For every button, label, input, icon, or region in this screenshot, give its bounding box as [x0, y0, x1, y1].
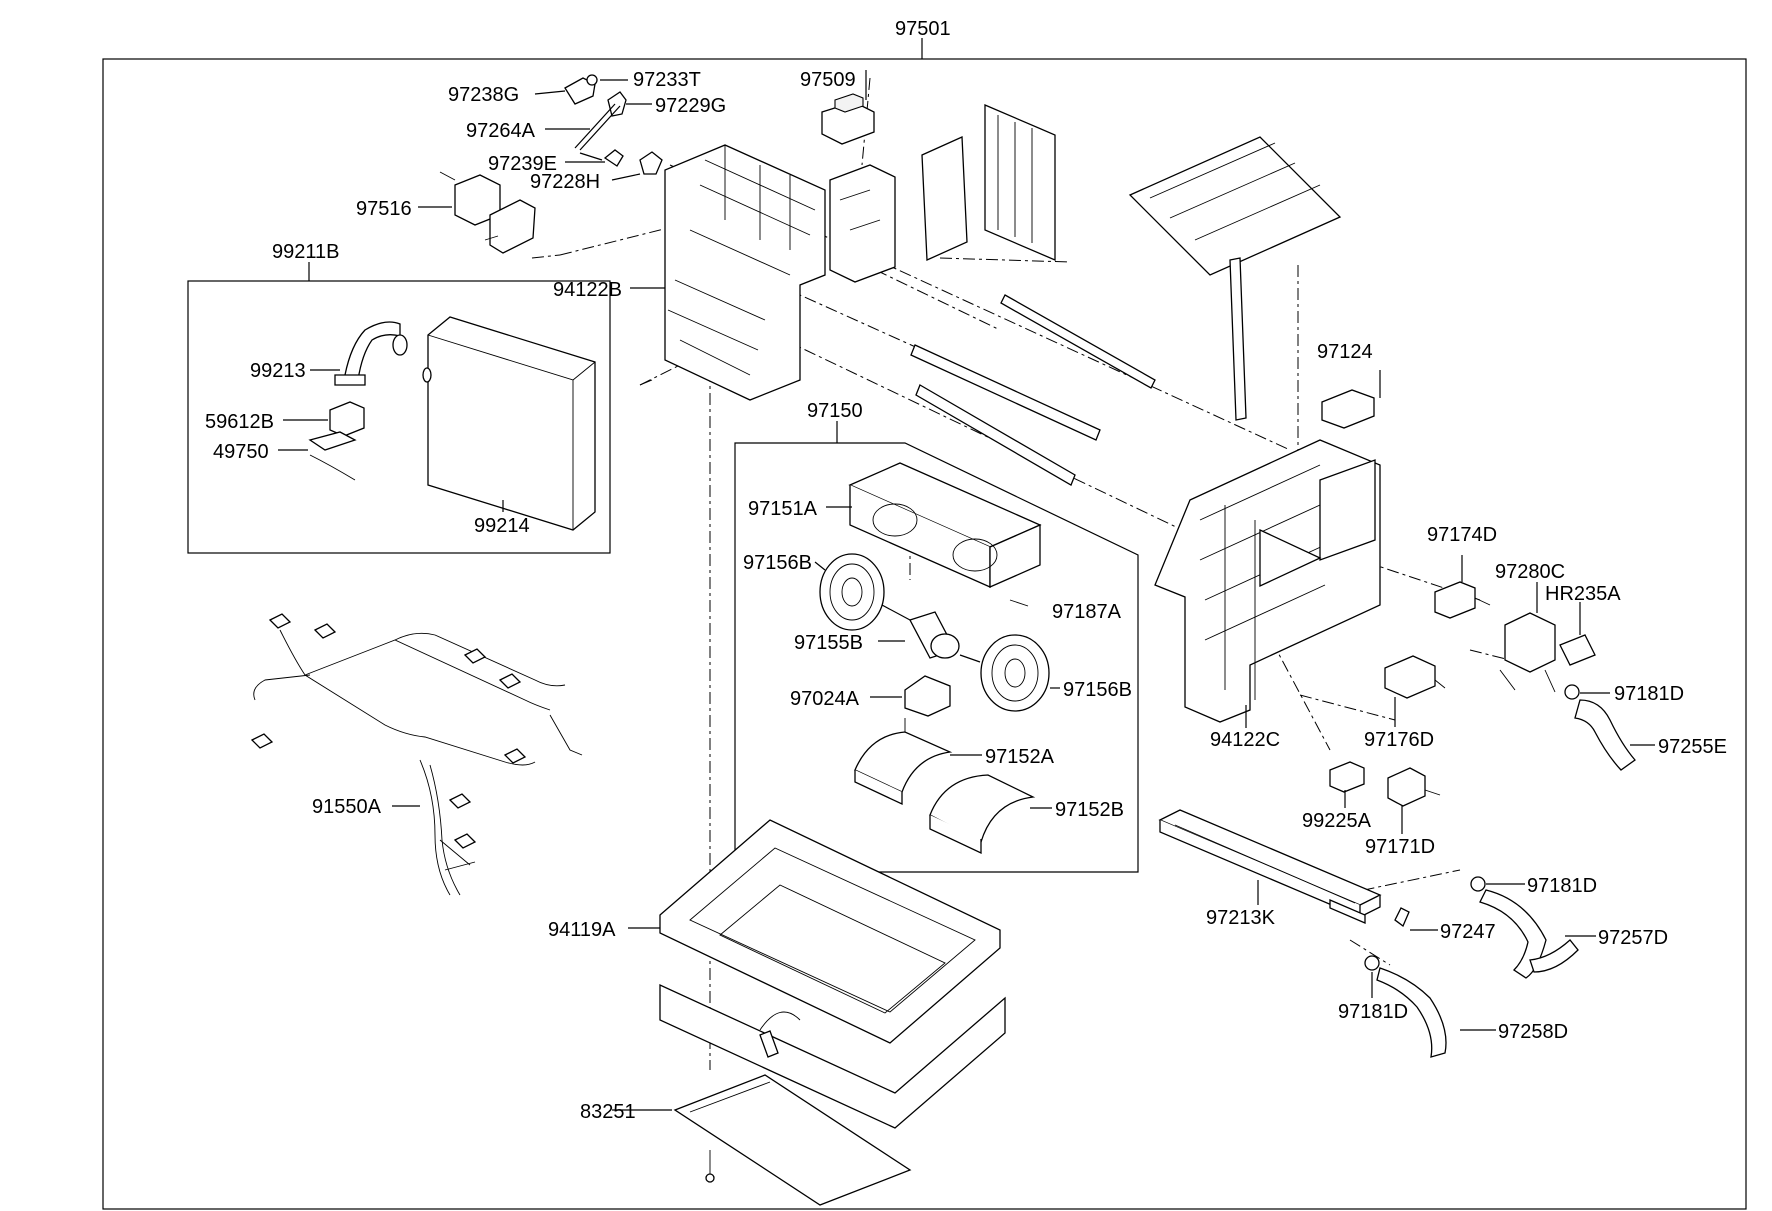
label-97024A[interactable]: 97024A: [790, 688, 860, 710]
label-99213[interactable]: 99213: [250, 360, 306, 382]
label-97239E[interactable]: 97239E: [488, 153, 557, 175]
evaporator-99214: [422, 316, 596, 531]
label-97213K[interactable]: 97213K: [1206, 907, 1276, 929]
label-HR235A[interactable]: HR235A: [1545, 583, 1621, 605]
pipe-99213: [334, 321, 408, 386]
label-97280C[interactable]: 97280C: [1495, 561, 1565, 583]
label-97247[interactable]: 97247: [1440, 921, 1496, 943]
clip-97187A: [1009, 599, 1029, 607]
box-99211B: [187, 280, 611, 554]
actuator-links: [564, 74, 663, 175]
label-97228H[interactable]: 97228H: [530, 171, 600, 193]
label-97516[interactable]: 97516: [356, 198, 412, 220]
label-97155B[interactable]: 97155B: [794, 632, 863, 654]
valve-59612B: [329, 401, 365, 437]
label-83251[interactable]: 83251: [580, 1101, 636, 1123]
label-97124[interactable]: 97124: [1317, 341, 1373, 363]
label-97150[interactable]: 97150: [807, 400, 863, 422]
label-97174D[interactable]: 97174D: [1427, 524, 1497, 546]
label-97151A[interactable]: 97151A: [748, 498, 818, 520]
cover-97152B: [929, 774, 1036, 855]
label-94119A[interactable]: 94119A: [548, 919, 616, 941]
housing-94122B: [639, 144, 896, 401]
wiring-harness-91550A: [250, 613, 583, 896]
sensor-49750: [308, 431, 357, 481]
bracket-97516: [439, 171, 536, 254]
label-97181D-c[interactable]: 97181D: [1338, 1001, 1408, 1023]
label-97181D-a[interactable]: 97181D: [1614, 683, 1684, 705]
actuator-97176D: [1384, 655, 1446, 699]
label-97156B-b[interactable]: 97156B: [1063, 679, 1132, 701]
label-99214[interactable]: 99214: [474, 515, 530, 537]
label-97187A[interactable]: 97187A: [1052, 601, 1122, 623]
label-59612B[interactable]: 59612B: [205, 411, 274, 433]
bracket-97024A: [904, 675, 951, 735]
box-97150: [734, 442, 1139, 873]
label-91550A[interactable]: 91550A: [312, 796, 382, 818]
label-94122B[interactable]: 94122B: [553, 279, 622, 301]
actuator-97124: [1321, 370, 1381, 429]
blower-case-97151A: [848, 462, 1042, 588]
actuator-97509: [821, 70, 875, 145]
hose-97258D: [1364, 955, 1447, 1058]
outer-frame: [102, 58, 1747, 1210]
label-97171D[interactable]: 97171D: [1365, 836, 1435, 858]
label-97264A[interactable]: 97264A: [466, 120, 536, 142]
motor-97155B: [881, 604, 981, 663]
label-97509[interactable]: 97509: [800, 69, 856, 91]
cover-97152A: [854, 731, 953, 806]
label-94122C[interactable]: 94122C: [1210, 729, 1280, 751]
blower-fan-a: [819, 553, 885, 631]
sensor-97174D: [1434, 581, 1491, 619]
label-97258D[interactable]: 97258D: [1498, 1021, 1568, 1043]
label-97501[interactable]: 97501: [895, 18, 951, 40]
label-97229G[interactable]: 97229G: [655, 95, 726, 117]
label-97176D[interactable]: 97176D: [1364, 729, 1434, 751]
resistor-97171D: [1387, 767, 1441, 807]
hose-97257D: [1470, 876, 1579, 979]
label-97156B-a[interactable]: 97156B: [743, 552, 812, 574]
blower-fan-b: [980, 634, 1050, 712]
label-99211B[interactable]: 99211B: [272, 241, 339, 263]
label-97152B[interactable]: 97152B: [1055, 799, 1124, 821]
cover-plate-83251: [673, 1074, 912, 1206]
door-flaps: [910, 257, 1247, 486]
label-49750[interactable]: 49750: [213, 441, 269, 463]
hose-97255E: [1564, 684, 1636, 771]
label-97181D-b[interactable]: 97181D: [1527, 875, 1597, 897]
label-97233T[interactable]: 97233T: [633, 69, 701, 91]
label-97238G[interactable]: 97238G: [448, 84, 519, 106]
label-97255E[interactable]: 97255E: [1658, 736, 1727, 758]
sensor-99225A: [1329, 761, 1365, 793]
clip-97247: [1394, 907, 1410, 928]
housing-94122C: [1154, 439, 1381, 723]
valve-97280C: [1499, 612, 1596, 693]
lower-case-94119A: [659, 819, 1006, 1129]
label-97152A[interactable]: 97152A: [985, 746, 1055, 768]
filter-panels: [921, 104, 1342, 276]
label-99225A[interactable]: 99225A: [1302, 810, 1372, 832]
heater-core-97213K: [1158, 809, 1382, 924]
label-97257D[interactable]: 97257D: [1598, 927, 1668, 949]
